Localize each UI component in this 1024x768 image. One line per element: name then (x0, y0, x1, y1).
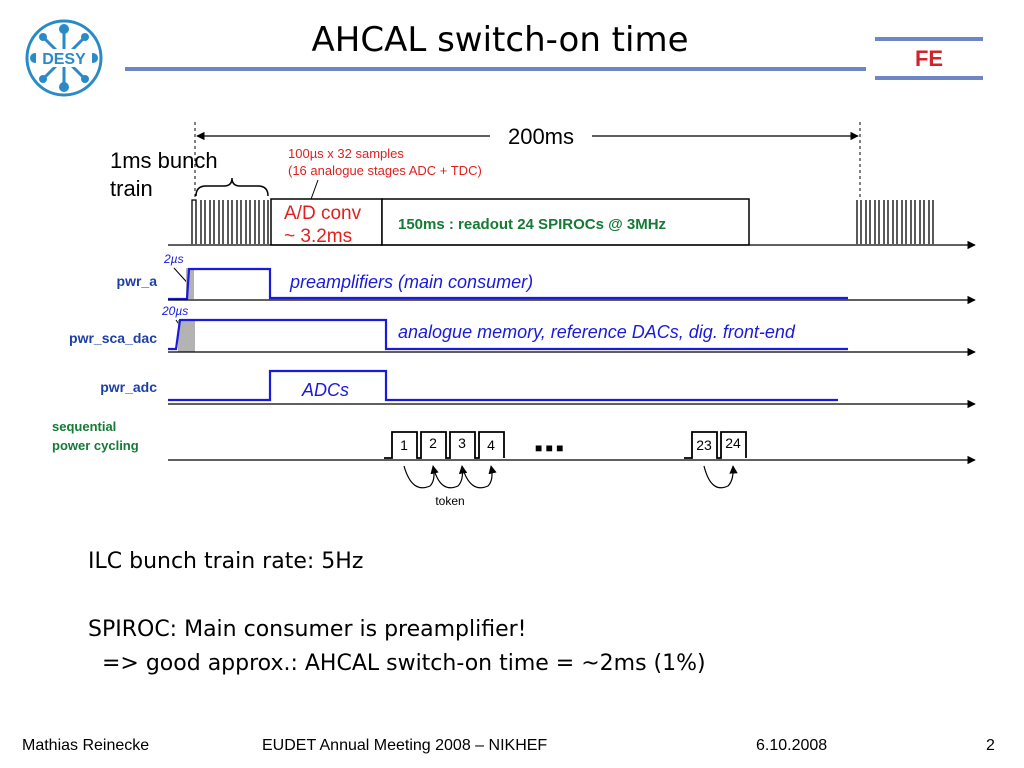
pwr-adc-signal (168, 369, 838, 402)
chip-1: 1 (400, 437, 408, 453)
chip-2: 2 (429, 435, 437, 451)
logo-text: DESY (42, 51, 86, 68)
chip-4: 4 (487, 437, 495, 453)
pwr-sca-dac-label: pwr_sca_dac (69, 330, 157, 346)
token-arrows (403, 465, 738, 489)
timing-diagram: 200ms 1ms bunch train 100µs x 32 samples… (52, 122, 976, 508)
chip-3: 3 (458, 435, 466, 451)
t-2us-label: 2µs (163, 252, 184, 266)
adconv-line-2: ~ 3.2ms (284, 226, 352, 247)
ellipsis: ■ ■ ■ (535, 441, 563, 455)
adconv-box (270, 198, 383, 246)
body-line-3: => good approx.: AHCAL switch-on time = … (88, 651, 706, 676)
sequential-label-1: sequential (52, 419, 116, 434)
desy-logo: DESY (24, 18, 104, 98)
pwr-a-signal (168, 267, 848, 301)
chip-23: 23 (696, 437, 712, 453)
t-20us-label: 20µs (161, 304, 188, 318)
header-rules (125, 37, 983, 80)
page-title: AHCAL switch-on time (311, 20, 689, 60)
period-label: 200ms (508, 124, 574, 149)
pwr-sca-dac-signal (168, 318, 848, 351)
footer-event: EUDET Annual Meeting 2008 – NIKHEF (262, 737, 548, 754)
footer-author: Mathias Reinecke (22, 737, 150, 754)
body-spacer (88, 579, 706, 613)
body-line-2: SPIROC: Main consumer is preamplifier! (88, 617, 527, 642)
token-label: token (435, 494, 464, 508)
bunch-pulses-left (191, 199, 269, 244)
samples-line-1: 100µs x 32 samples (288, 146, 404, 161)
bunch-label-2: train (110, 176, 153, 201)
body-text: ILC bunch train rate: 5Hz SPIROC: Main c… (88, 545, 706, 681)
pwr-adc-desc: ADCs (301, 380, 349, 400)
sequential-signal (384, 431, 747, 459)
pwr-a-desc: preamplifiers (main consumer) (289, 272, 533, 292)
chip-24: 24 (725, 435, 741, 451)
pwr-a-ramp (186, 268, 194, 299)
pwr-a-label: pwr_a (117, 273, 158, 289)
footer-page: 2 (986, 737, 995, 754)
footer-date: 6.10.2008 (756, 737, 828, 754)
body-line-1: ILC bunch train rate: 5Hz (88, 549, 364, 574)
sequential-label-2: power cycling (52, 438, 139, 453)
pwr-sca-dac-ramp (178, 320, 195, 352)
bunch-pulses-right (856, 200, 934, 244)
pwr-adc-label: pwr_adc (100, 379, 157, 395)
pwr-sca-dac-desc: analogue memory, reference DACs, dig. fr… (398, 322, 796, 342)
readout-label: 150ms : readout 24 SPIROCs @ 3MHz (398, 216, 666, 233)
fe-label: FE (914, 46, 944, 71)
adconv-line-1: A/D conv (284, 203, 362, 224)
bunch-brace (195, 177, 269, 197)
bunch-label-1: 1ms bunch (110, 148, 218, 173)
readout-box (381, 198, 750, 246)
samples-line-2: (16 analogue stages ADC + TDC) (288, 163, 482, 178)
